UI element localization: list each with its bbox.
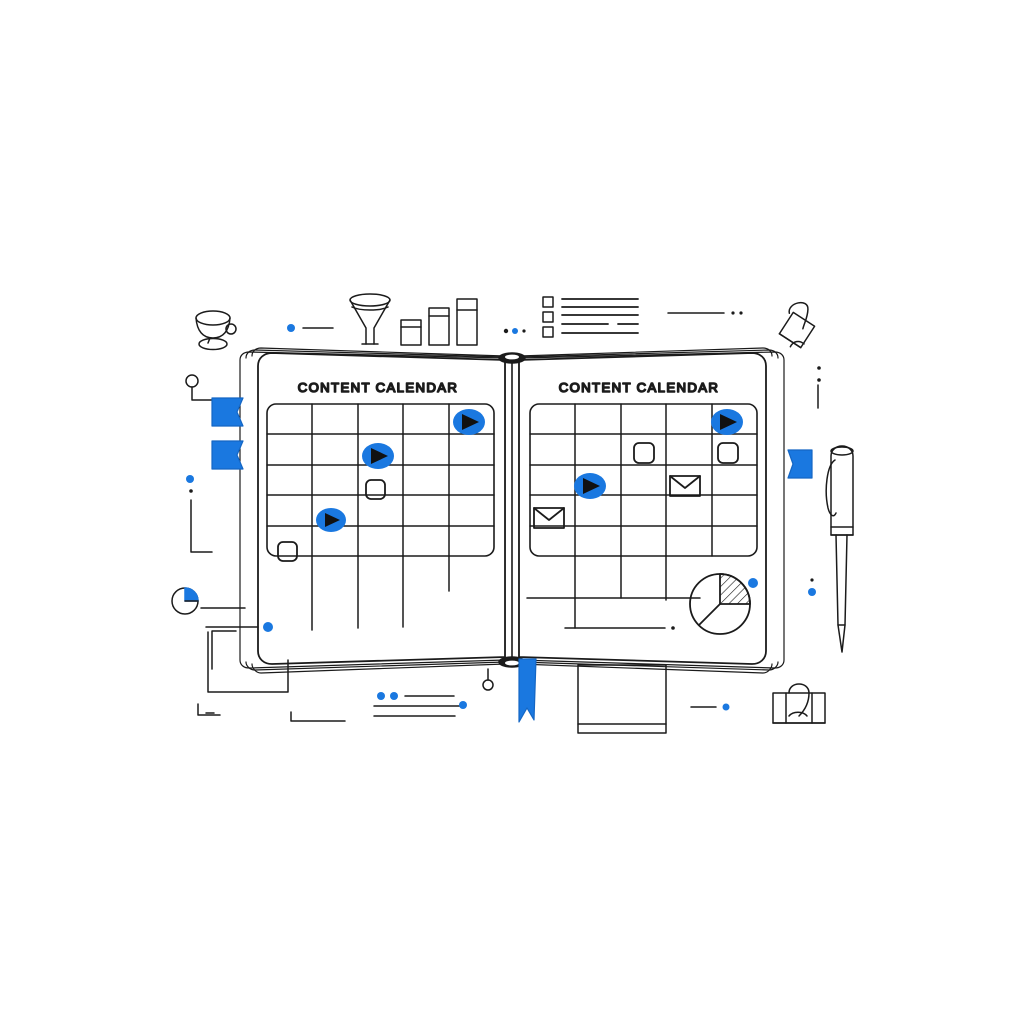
right-page-title: CONTENT CALENDAR bbox=[559, 380, 720, 395]
funnel-icon bbox=[349, 293, 391, 345]
left-page-marker-r5c1-rounded-square-icon bbox=[277, 541, 298, 562]
dots-vertical-right bbox=[817, 366, 821, 382]
edge-tab-left-1[interactable] bbox=[211, 397, 244, 427]
left-page-marker-r3c3-rounded-square-icon bbox=[365, 479, 386, 500]
right-page-dot-accent bbox=[748, 578, 758, 588]
line-dots-connector bbox=[667, 311, 743, 315]
dot-dash-connector bbox=[287, 324, 334, 332]
notebook-page-right bbox=[518, 352, 767, 665]
checklist-icon bbox=[542, 296, 639, 338]
left-page-marker-r4c2-play-icon bbox=[316, 508, 346, 532]
bottom-line-dot-connector bbox=[690, 703, 730, 711]
right-page-marker-r3c4-envelope-icon bbox=[669, 475, 701, 497]
dots-accent-left bbox=[503, 328, 526, 334]
corner-bracket-icon bbox=[197, 703, 221, 716]
left-page-title: CONTENT CALENDAR bbox=[298, 380, 459, 395]
right-page-marker-r2c3-rounded-square-icon bbox=[633, 442, 655, 464]
binder-clip-icon-bottom bbox=[772, 683, 826, 724]
binder-clip-icon-top bbox=[778, 301, 816, 349]
right-page-marker-r1c5-play-icon bbox=[711, 409, 743, 435]
pin-connector-icon bbox=[185, 374, 215, 401]
bottom-rectangle-outline bbox=[577, 664, 667, 734]
left-page-marker-r2c3-play-icon bbox=[362, 443, 394, 469]
bottom-text-line-group bbox=[290, 668, 494, 722]
left-page-column-extensions bbox=[311, 555, 450, 631]
right-page-marker-r2c5-rounded-square-icon bbox=[717, 442, 739, 464]
left-page-marker-r1c5-play-icon bbox=[453, 409, 485, 435]
pen-icon bbox=[825, 445, 854, 653]
dot-accent-right bbox=[808, 578, 816, 596]
right-page-pie-chart-icon bbox=[689, 573, 751, 635]
bottom-left-rectangle-outline bbox=[207, 631, 289, 693]
bookmark-ribbon bbox=[518, 658, 537, 723]
pie-chart-small-icon bbox=[171, 587, 246, 615]
cup-icon bbox=[195, 310, 237, 351]
notebook-page-left bbox=[257, 352, 506, 665]
right-page-column-extensions bbox=[574, 555, 667, 629]
bracket-connector bbox=[186, 475, 213, 553]
edge-tab-left-2[interactable] bbox=[211, 440, 244, 470]
bar-chart-icon bbox=[400, 298, 478, 346]
right-page-grid bbox=[529, 403, 758, 557]
right-page-marker-r4c1-envelope-icon bbox=[533, 507, 565, 529]
left-page-dot-accent bbox=[205, 622, 273, 632]
left-page-grid bbox=[266, 403, 495, 557]
right-page-text-lines bbox=[526, 597, 701, 630]
edge-tab-right-1[interactable] bbox=[787, 449, 813, 479]
bracket-left-lower bbox=[211, 630, 237, 670]
right-page-marker-r3c2-play-icon bbox=[574, 473, 606, 499]
